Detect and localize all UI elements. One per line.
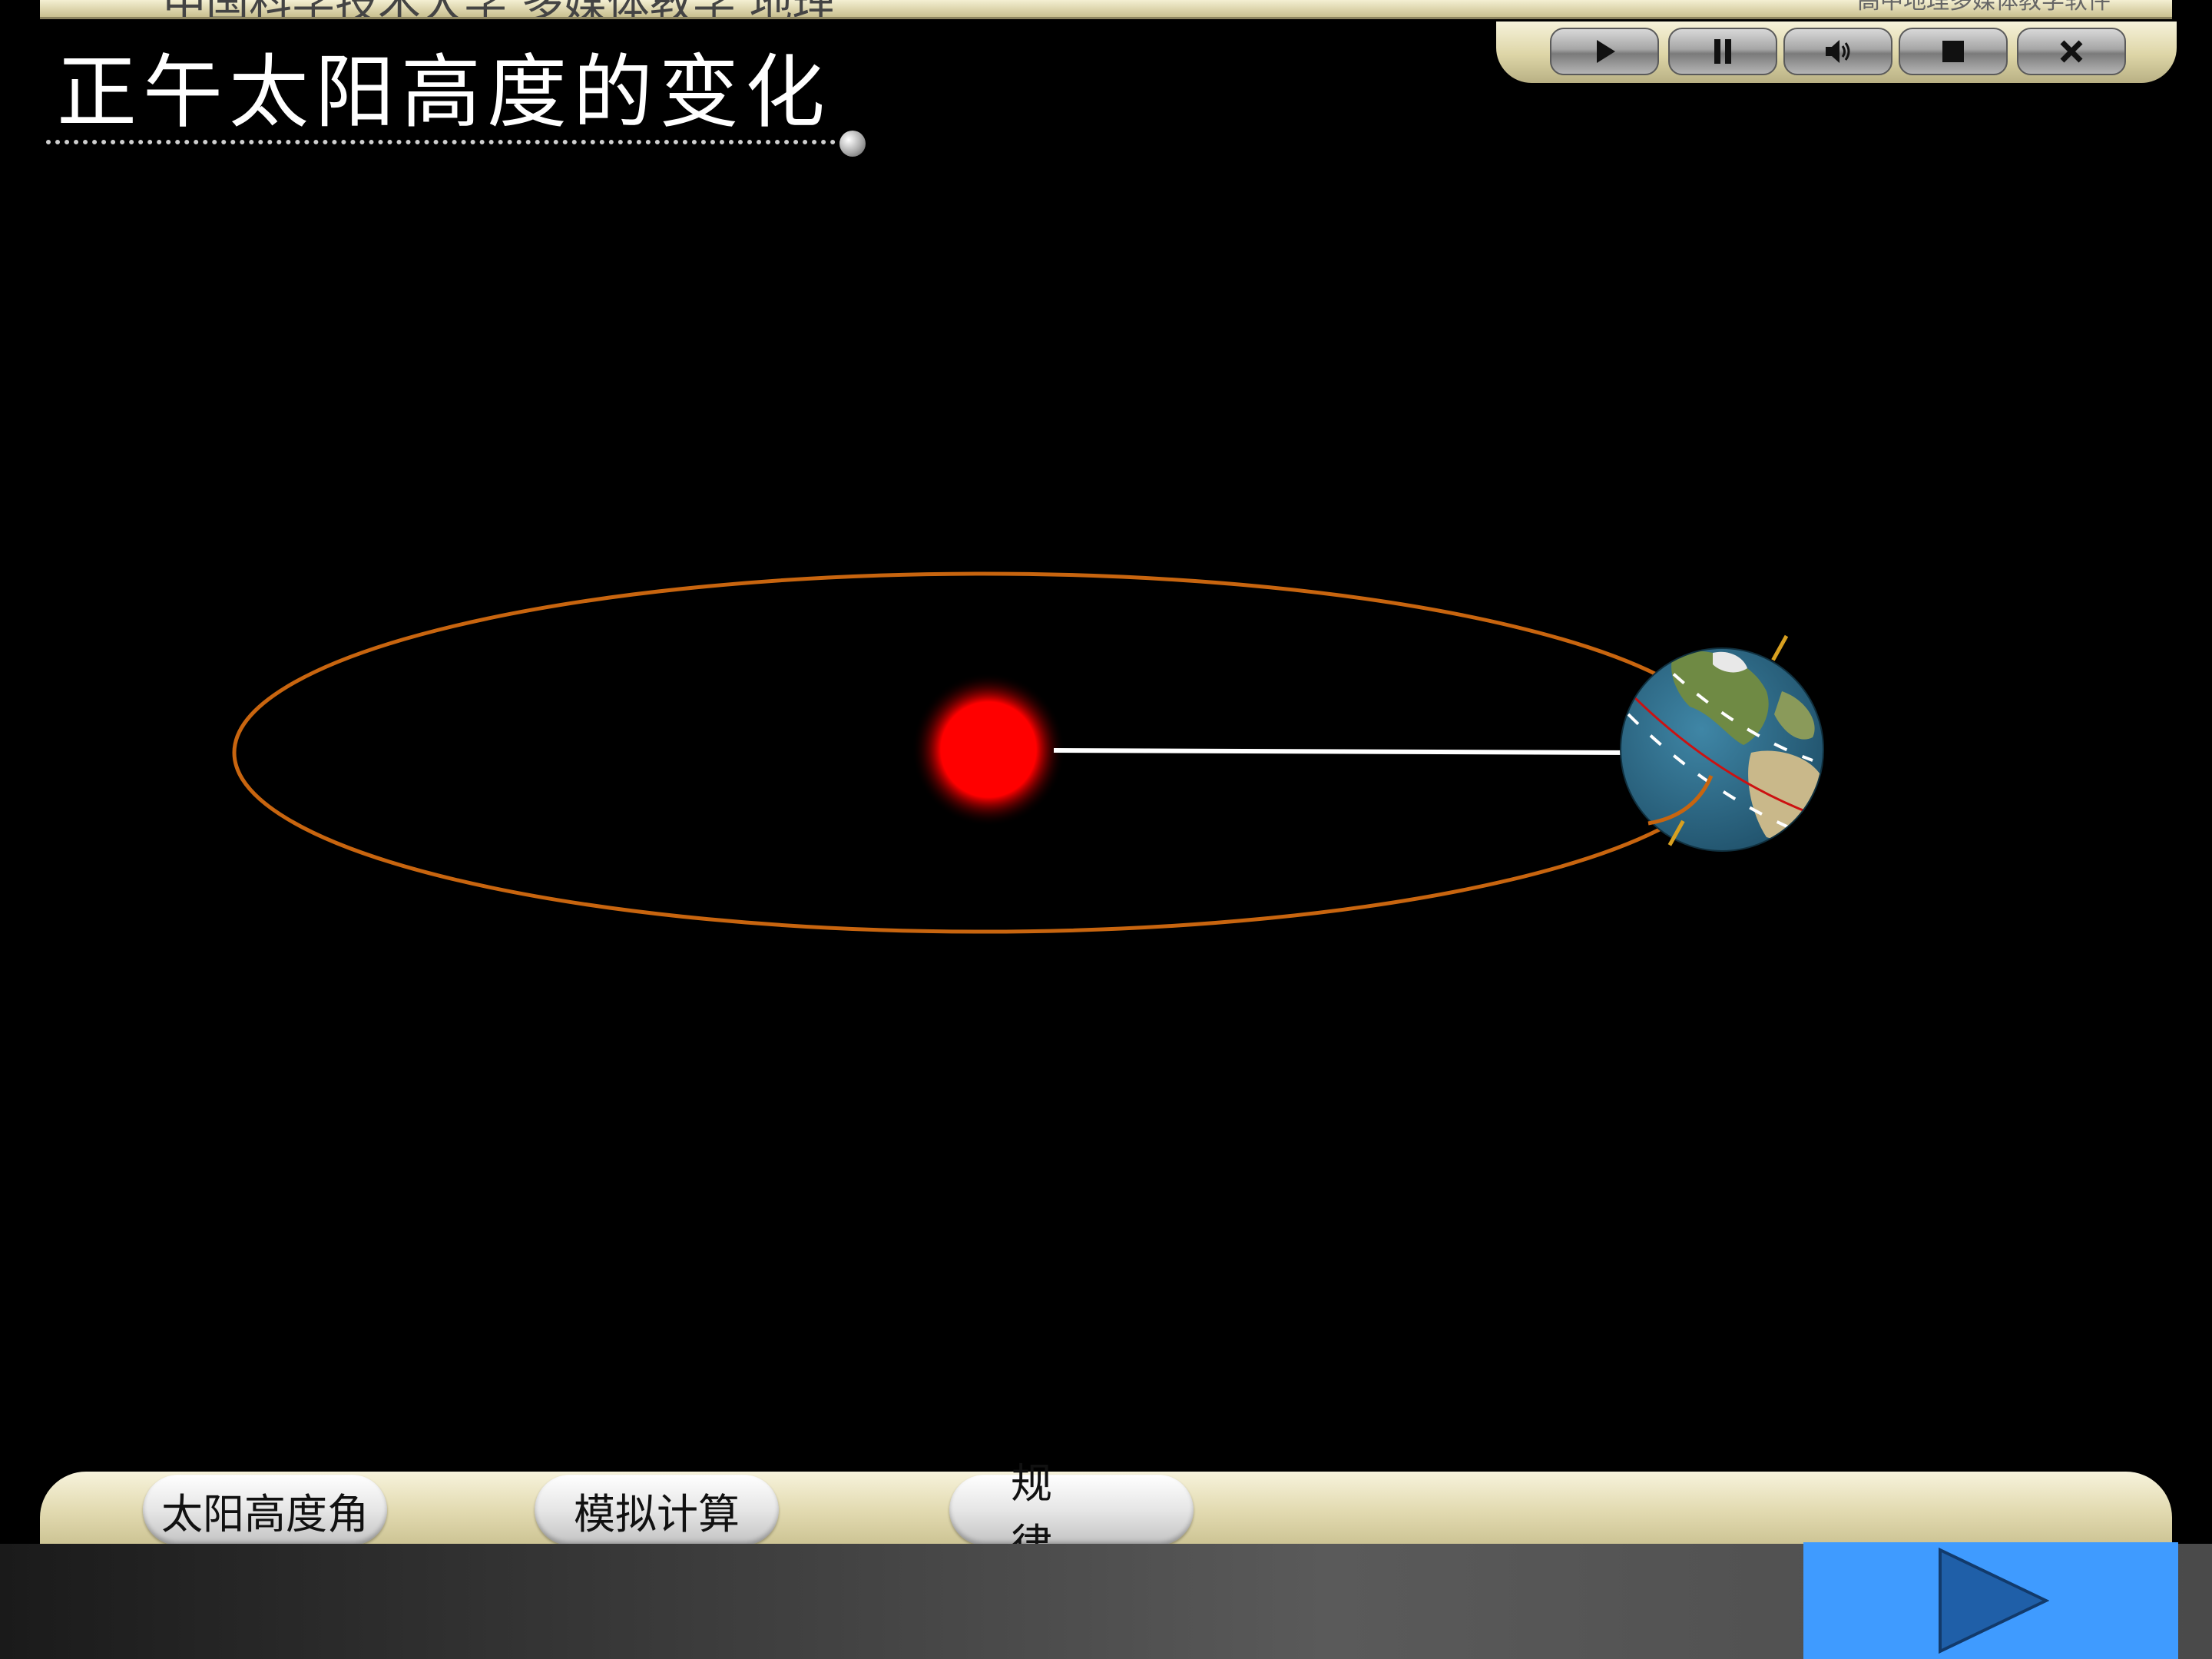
tab-simulation-calc[interactable]: 模拟计算 bbox=[535, 1475, 779, 1545]
earth bbox=[1620, 647, 1824, 852]
sun bbox=[912, 673, 1065, 826]
header-left-text: 中国科学技术大学 多媒体教学 地理 bbox=[163, 0, 836, 17]
tab-sun-altitude-angle[interactable]: 太阳高度角 bbox=[143, 1475, 387, 1545]
speaker-icon bbox=[1826, 40, 1850, 63]
title-bead-ornament bbox=[839, 131, 866, 157]
page-title: 正午太阳高度的变化 bbox=[57, 45, 832, 139]
media-control-bar bbox=[1496, 22, 2177, 83]
close-button[interactable] bbox=[2017, 28, 2126, 75]
header-right-text: 高中地理多媒体教学软件 bbox=[1857, 0, 2111, 15]
stop-icon bbox=[1942, 41, 1964, 62]
sun-ray bbox=[1053, 748, 1635, 755]
sound-button[interactable] bbox=[1783, 28, 1892, 75]
next-arrow-icon bbox=[1939, 1547, 2049, 1654]
close-icon bbox=[2060, 40, 2083, 63]
next-page-button[interactable] bbox=[1803, 1542, 2178, 1659]
pause-icon bbox=[1714, 39, 1731, 64]
stop-button[interactable] bbox=[1899, 28, 2008, 75]
orbit-front-arc bbox=[1647, 775, 1714, 826]
top-header-strip: 中国科学技术大学 多媒体教学 地理 高中地理多媒体教学软件 bbox=[40, 0, 2172, 19]
earth-axis bbox=[1660, 634, 1789, 860]
play-button[interactable] bbox=[1550, 28, 1659, 75]
title-underline bbox=[46, 140, 845, 144]
pause-button[interactable] bbox=[1668, 28, 1777, 75]
tab-rules[interactable]: 规律 bbox=[949, 1459, 1194, 1568]
play-icon bbox=[1597, 40, 1615, 63]
